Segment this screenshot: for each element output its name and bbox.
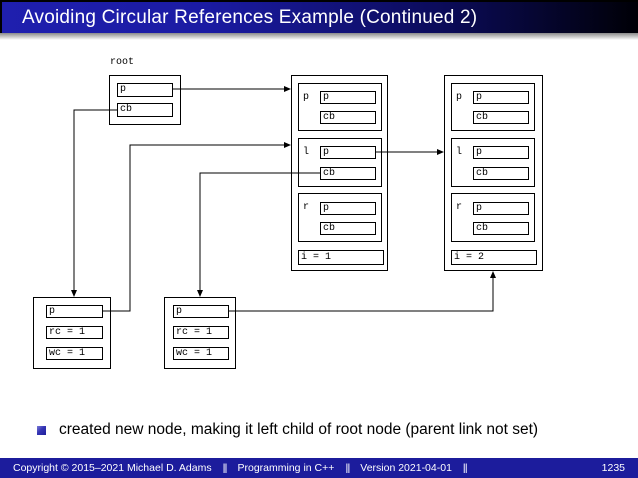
root-label: root <box>110 57 135 68</box>
node2-section-l <box>451 138 535 187</box>
arrow-root-cb-to-cb1 <box>73 109 117 290</box>
node2-section-p-label: p <box>456 92 463 103</box>
node2-section-p <box>451 83 535 131</box>
arrowhead-icon <box>437 149 444 155</box>
arrow-cb2-p-to-node2 <box>229 278 494 312</box>
cb1-field-wc: wc = 1 <box>46 347 103 360</box>
footer-version: Version 2021-04-01 <box>360 462 452 474</box>
node1-r-p: p <box>320 202 376 215</box>
title-bar-shadow <box>0 33 638 40</box>
cb2-field-wc: wc = 1 <box>173 347 229 360</box>
node2-box <box>444 75 543 271</box>
node2-section-r <box>451 193 535 242</box>
footer-course: Programming in C++ <box>237 462 335 474</box>
arrow-cb1-p-to-node1 <box>103 144 284 312</box>
cb2-field-rc: rc = 1 <box>173 326 229 339</box>
node2-p-cb: cb <box>473 111 529 124</box>
cb1-field-p: p <box>46 305 103 318</box>
node2-r-p: p <box>473 202 529 215</box>
control-block-2 <box>164 297 236 369</box>
footer-bar: Copyright © 2015–2021 Michael D. Adams |… <box>0 458 638 478</box>
node1-p-cb: cb <box>320 111 376 124</box>
root-box <box>109 75 181 125</box>
footer-separator: || <box>345 462 350 474</box>
node2-section-l-label: l <box>456 147 463 158</box>
node2-p-p: p <box>473 91 529 104</box>
node1-box <box>291 75 388 271</box>
bullet-item: created new node, making it left child o… <box>37 421 539 438</box>
page-title: Avoiding Circular References Example (Co… <box>22 6 478 28</box>
node1-section-l <box>298 138 382 187</box>
arrowhead-icon <box>71 290 77 297</box>
node2-r-cb: cb <box>473 222 529 235</box>
arrowhead-icon <box>284 86 291 92</box>
node1-section-p-label: p <box>303 92 310 103</box>
footer-separator: || <box>222 462 228 474</box>
node1-p-p: p <box>320 91 376 104</box>
root-field-cb: cb <box>117 103 173 117</box>
node1-section-p <box>298 83 382 131</box>
arrow-node1-lcb-to-cb2 <box>199 172 320 290</box>
node2-l-p: p <box>473 146 529 159</box>
control-block-1 <box>33 297 111 369</box>
bullet-square-icon <box>37 425 46 435</box>
cb1-field-rc: rc = 1 <box>46 326 103 339</box>
footer-copyright: Copyright © 2015–2021 Michael D. Adams <box>13 462 212 474</box>
arrowhead-icon <box>197 290 203 297</box>
node2-info: i = 2 <box>451 250 537 265</box>
node2-section-r-label: r <box>456 202 463 213</box>
node1-r-cb: cb <box>320 222 376 235</box>
footer-separator: || <box>462 462 468 474</box>
node1-info: i = 1 <box>298 250 384 265</box>
node1-section-r <box>298 193 382 242</box>
arrowhead-icon <box>490 271 496 278</box>
arrowhead-icon <box>284 142 291 148</box>
node1-l-p: p <box>320 146 376 159</box>
node1-l-cb: cb <box>320 167 376 180</box>
node2-l-cb: cb <box>473 167 529 180</box>
root-field-p: p <box>117 83 173 97</box>
bullet-text: created new node, making it left child o… <box>59 421 539 438</box>
node1-section-r-label: r <box>303 202 310 213</box>
footer-page-number: 1235 <box>601 462 625 474</box>
node1-section-l-label: l <box>303 147 310 158</box>
cb2-field-p: p <box>173 305 229 318</box>
title-bar: Avoiding Circular References Example (Co… <box>0 0 638 33</box>
